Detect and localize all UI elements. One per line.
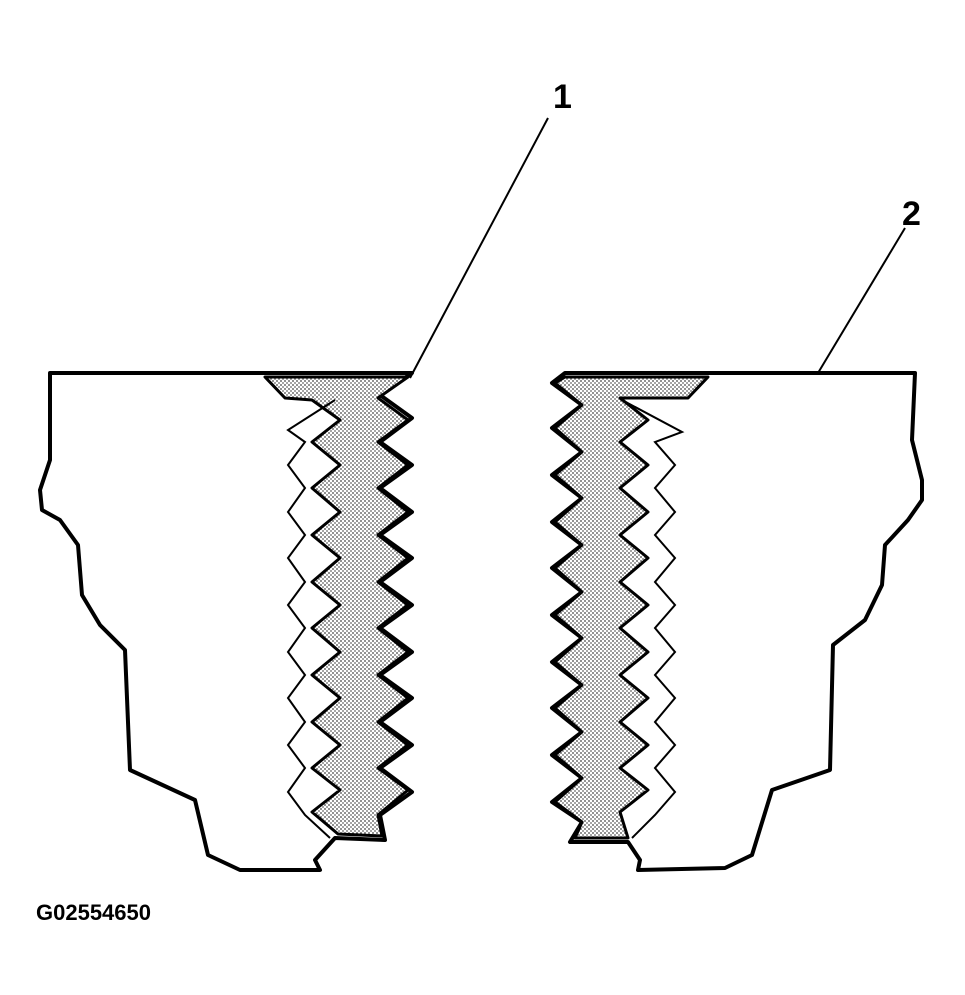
left-tapped-thread-profile <box>286 399 336 839</box>
callout-2-label: 2 <box>902 195 921 233</box>
callout-1-label: 1 <box>553 78 572 116</box>
figure-id: G02554650 <box>36 900 151 925</box>
right-housing-section <box>550 371 924 872</box>
right-thread-insert <box>553 375 710 840</box>
left-thread-insert <box>263 375 410 838</box>
callout-1: 1 <box>409 78 572 379</box>
right-tapped-thread-profile <box>621 399 685 839</box>
left-housing-section <box>38 371 414 872</box>
callout-1-leader-line <box>409 117 549 379</box>
callout-2-leader-line <box>817 227 906 374</box>
callout-2: 2 <box>817 195 921 374</box>
